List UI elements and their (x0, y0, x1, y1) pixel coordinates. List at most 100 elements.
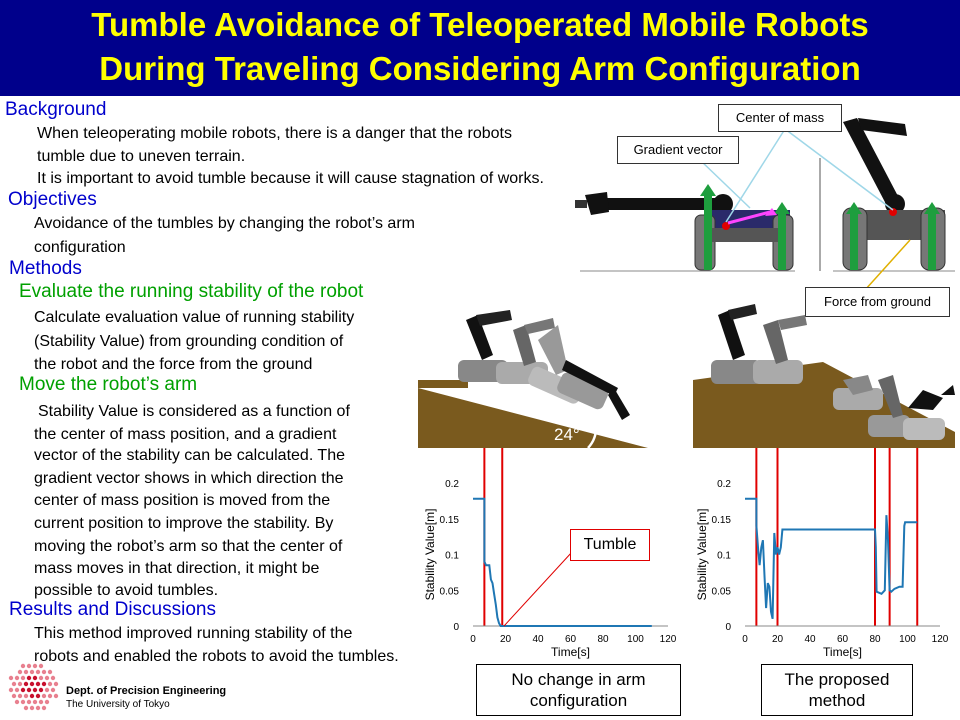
force-arrow-left-rear (704, 194, 712, 270)
logo-dot (35, 693, 41, 699)
logo-dot (38, 675, 44, 681)
logo-dot (53, 693, 59, 699)
stability-series-line (745, 497, 918, 620)
background-line-2: tumble due to uneven terrain. (37, 148, 246, 165)
results-heading: Results and Discussions (9, 599, 216, 620)
y-tick-label: 0.1 (717, 551, 731, 562)
x-tick-label: 40 (532, 634, 544, 645)
methods-sub2-heading: Move the robot’s arm (19, 374, 198, 395)
logo-dot (32, 675, 38, 681)
logo-dot (53, 681, 59, 687)
logo-dot (38, 687, 44, 693)
y-axis-label: Stability Value[m] (695, 509, 709, 601)
logo-dot (47, 693, 53, 699)
logo-dot (20, 675, 26, 681)
logo-dot (50, 675, 56, 681)
logo-dot (35, 705, 41, 711)
logo-dot (38, 663, 44, 669)
methods-sub1-line-2: (Stability Value) from grounding conditi… (34, 333, 344, 350)
logo-dot (23, 693, 29, 699)
force-arrow-right-right (928, 212, 936, 270)
x-tick-label: 60 (837, 634, 849, 645)
robot-sequence-right (711, 304, 955, 440)
x-tick-label: 60 (565, 634, 577, 645)
x-tick-label: 20 (772, 634, 784, 645)
robot-force-diagram (575, 118, 955, 291)
x-tick-label: 20 (500, 634, 512, 645)
logo-dot (26, 687, 32, 693)
logo-dot (17, 681, 23, 687)
logo-dot (26, 675, 32, 681)
methods-sub2-line-2: the center of mass position, and a gradi… (34, 426, 337, 443)
y-tick-label: 0.1 (445, 551, 459, 562)
caption-left: No change in arm configuration (476, 664, 681, 716)
dept-logo-icon (8, 663, 59, 711)
y-axis-label: Stability Value[m] (423, 509, 437, 601)
y-tick-label: 0.2 (717, 479, 731, 490)
center-of-mass-label: Center of mass (718, 104, 842, 132)
y-tick-label: 0.05 (712, 586, 732, 597)
logo-dot (32, 699, 38, 705)
slope-angle-label: 24° (554, 425, 580, 444)
y-tick-label: 0 (725, 622, 731, 633)
logo-dot (32, 663, 38, 669)
logo-dot (23, 681, 29, 687)
logo-dot (17, 669, 23, 675)
logo-dot (44, 687, 50, 693)
logo-dot (14, 699, 20, 705)
methods-sub2-line-9: possible to avoid tumbles. (34, 582, 219, 599)
y-tick-label: 0.2 (445, 479, 459, 490)
logo-dot (26, 663, 32, 669)
force-from-ground-label: Force from ground (805, 287, 950, 317)
robot-front-view (842, 118, 946, 271)
slope-scene-right (693, 304, 955, 448)
objectives-heading: Objectives (8, 189, 97, 210)
x-tick-label: 120 (660, 634, 677, 645)
x-tick-label: 120 (932, 634, 949, 645)
x-tick-label: 80 (597, 634, 609, 645)
logo-dot (14, 687, 20, 693)
slope-terrain (418, 388, 648, 448)
methods-sub2-line-6: current position to improve the stabilit… (34, 515, 334, 532)
methods-sub1-line-1: Calculate evaluation value of running st… (34, 309, 355, 326)
logo-dot (35, 681, 41, 687)
y-tick-label: 0.15 (712, 515, 732, 526)
center-of-mass-point (722, 222, 730, 230)
logo-dot (23, 705, 29, 711)
methods-sub2-line-7: moving the robot’s arm so that the cente… (34, 538, 343, 555)
x-tick-label: 40 (804, 634, 816, 645)
y-tick-label: 0.05 (440, 586, 460, 597)
logo-dot (41, 669, 47, 675)
logo-dot (29, 705, 35, 711)
stability-series-line (473, 497, 652, 627)
logo-dot (11, 693, 17, 699)
logo-dot (29, 681, 35, 687)
logo-dot (50, 687, 56, 693)
x-tick-label: 80 (869, 634, 881, 645)
logo-dot (35, 669, 41, 675)
logo-dot (32, 687, 38, 693)
background-line-1: When teleoperating mobile robots, there … (37, 125, 512, 142)
logo-dot (20, 699, 26, 705)
x-axis-label: Time[s] (823, 645, 862, 659)
logo-dot (14, 675, 20, 681)
logo-dot (41, 681, 47, 687)
title-bar: Tumble Avoidance of Teleoperated Mobile … (0, 0, 960, 96)
logo-dot (23, 669, 29, 675)
results-line-1: This method improved running stability o… (34, 625, 353, 642)
methods-sub2-line-1: Stability Value is considered as a funct… (38, 403, 350, 420)
methods-sub1-heading: Evaluate the running stability of the ro… (19, 281, 364, 302)
x-tick-label: 100 (899, 634, 916, 645)
logo-dot (47, 681, 53, 687)
force-arrow-left-front (778, 212, 786, 270)
methods-heading: Methods (9, 258, 82, 279)
caption-right: The proposed method (761, 664, 913, 716)
logo-dot (20, 663, 26, 669)
slope-scene-left: 24° (418, 310, 648, 449)
logo-dot (41, 705, 47, 711)
results-line-2: robots and enabled the robots to avoid t… (34, 648, 399, 665)
logo-dot (38, 699, 44, 705)
logo-dept-name: Dept. of Precision Engineering (66, 685, 227, 697)
